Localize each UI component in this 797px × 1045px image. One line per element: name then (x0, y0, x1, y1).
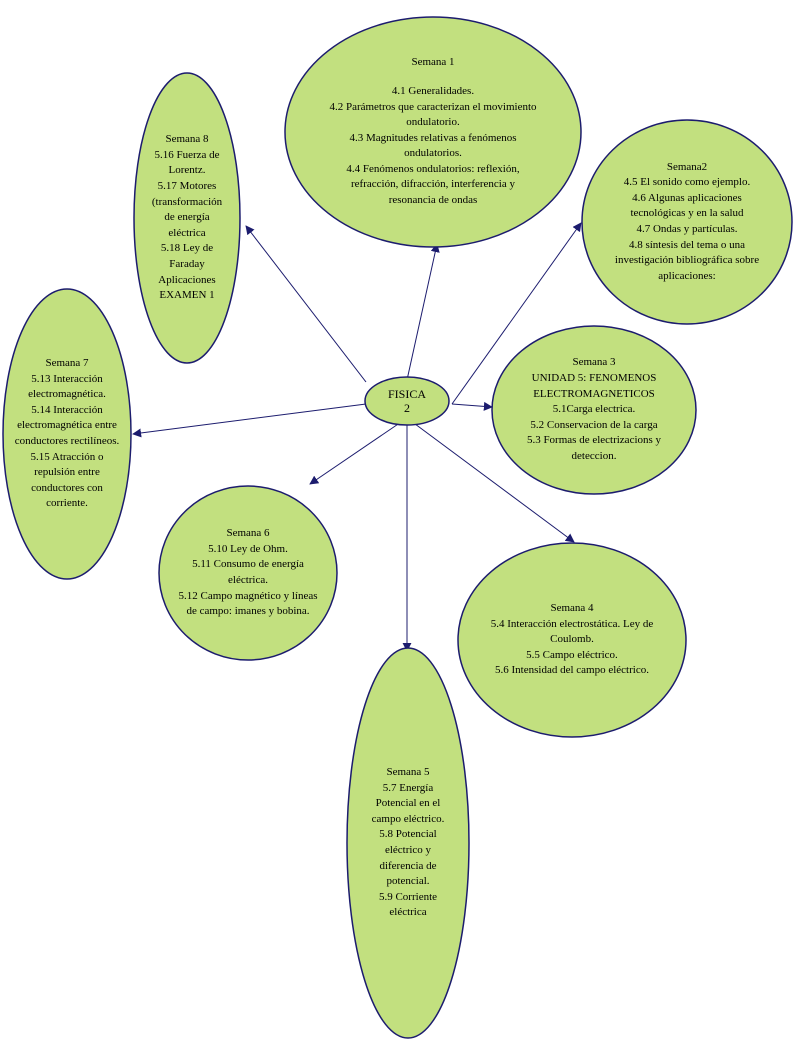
node-line: 5.16 Fuerza de Lorentz. (154, 148, 220, 177)
node-line: 4.2 Parámetros que caracterizan el movim… (329, 100, 537, 129)
node-semana-7[interactable] (2, 288, 132, 580)
node-line: 5.18 Ley de Faraday Aplicaciones EXAMEN … (158, 242, 216, 302)
node-line: UNIDAD 5: FENOMENOS ELECTROMAGNETICOS (531, 372, 657, 400)
node-line: 4.6 Algunas aplicaciones tecnológicas y … (630, 191, 744, 220)
node-line: 5.9 Corriente eléctrica (378, 890, 438, 919)
node-title: Semana 1 (411, 56, 455, 69)
node-line: 5.2 Conservacion de la carga (530, 418, 658, 431)
node-line: 5.14 Interacción electromagnética entre … (14, 403, 120, 447)
node-line: 5.10 Ley de Ohm. (208, 542, 288, 555)
node-line: 5.13 Interacción electromagnética. (28, 372, 106, 401)
node-line: 5.12 Campo magnético y líneas de campo: … (178, 589, 318, 618)
node-line: 5.7 Energía Potencial en el campo eléctr… (371, 781, 445, 825)
center-node-fisica[interactable] (364, 376, 450, 426)
node-semana-5-text: Semana 5 5.7 Energía Potencial en el camp… (363, 648, 453, 1038)
node-semana-2[interactable] (581, 119, 793, 325)
node-semana-4[interactable] (457, 542, 687, 738)
edge-center-to-semana-3 (451, 401, 493, 411)
edge-center-to-semana-2 (451, 222, 582, 405)
node-semana-4-text: Semana 4 5.4 Interacción electrostática. … (487, 543, 657, 737)
node-title: Semana 3 (572, 356, 616, 369)
node-semana-7-text: Semana 7 5.13 Interacción electromagnétic… (13, 289, 121, 579)
node-semana-8[interactable] (133, 72, 241, 364)
node-line: 4.8 síntesis del tema o una investigació… (614, 238, 760, 282)
node-line: 5.8 Potencial eléctrico y diferencia de … (379, 828, 437, 888)
center-line: FISICA (387, 387, 426, 401)
node-semana-3[interactable] (491, 325, 697, 495)
node-title: Semana 4 (550, 602, 594, 615)
node-line: 5.11 Consumo de energía eléctrica. (192, 558, 304, 586)
node-title: Semana 5 (386, 766, 430, 779)
node-semana-3-text: Semana 3 UNIDAD 5: FENOMENOS ELECTROMAGNE… (514, 326, 674, 494)
edge-center-to-semana-6 (309, 417, 408, 485)
edges (132, 222, 582, 652)
node-title: Semana 8 (165, 133, 209, 146)
node-line: 4.1 Generalidades. (391, 84, 475, 97)
node-title: Semana 6 (226, 527, 270, 540)
node-semana-1[interactable] (284, 16, 582, 248)
node-line: 5.17 Motores (transformación de energía … (151, 180, 223, 239)
center-line: 2 (404, 401, 410, 415)
node-line: 4.5 El sonido como ejemplo. (623, 176, 751, 189)
node-line: 4.7 Ondas y partículas. (636, 223, 738, 235)
node-semana-5[interactable] (346, 647, 470, 1039)
node-line: 4.3 Magnitudes relativas a fenómenos ond… (349, 131, 517, 160)
node-line: 5.3 Formas de electrizacions y deteccion… (526, 434, 662, 462)
node-semana-8-text: Semana 8 5.16 Fuerza de Lorentz. 5.17 Moto… (146, 73, 228, 363)
node-line: 4.4 Fenómenos ondulatorios: reflexión, r… (346, 162, 520, 207)
node-line: 5.5 Campo eléctrico. (526, 648, 618, 661)
node-line: 5.6 Intensidad del campo eléctrico. (495, 664, 649, 677)
node-title: Semana 7 (45, 357, 89, 370)
edge-center-to-semana-7 (132, 403, 367, 438)
edge-center-to-semana-4 (406, 417, 575, 543)
node-line: 5.1Carga electrica. (552, 403, 636, 416)
edge-center-to-semana-8 (245, 225, 367, 383)
node-title: Semana2 (666, 160, 708, 173)
nodes (2, 16, 793, 1039)
node-semana-6[interactable] (158, 485, 338, 661)
node-semana-2-text: Semana2 4.5 El sonido como ejemplo. 4.6 Al… (607, 120, 767, 324)
node-line: 5.4 Interacción electrostática. Ley de C… (490, 617, 654, 646)
edge-center-to-semana-1 (406, 243, 440, 381)
node-semana-6-text: Semana 6 5.10 Ley de Ohm. 5.11 Consumo de … (178, 486, 318, 660)
node-semana-1-text: Semana 1 4.1 Generalidades. 4.2 Parámetros… (328, 17, 538, 247)
node-line: 5.15 Atracción o repulsión entre conduct… (30, 450, 104, 510)
